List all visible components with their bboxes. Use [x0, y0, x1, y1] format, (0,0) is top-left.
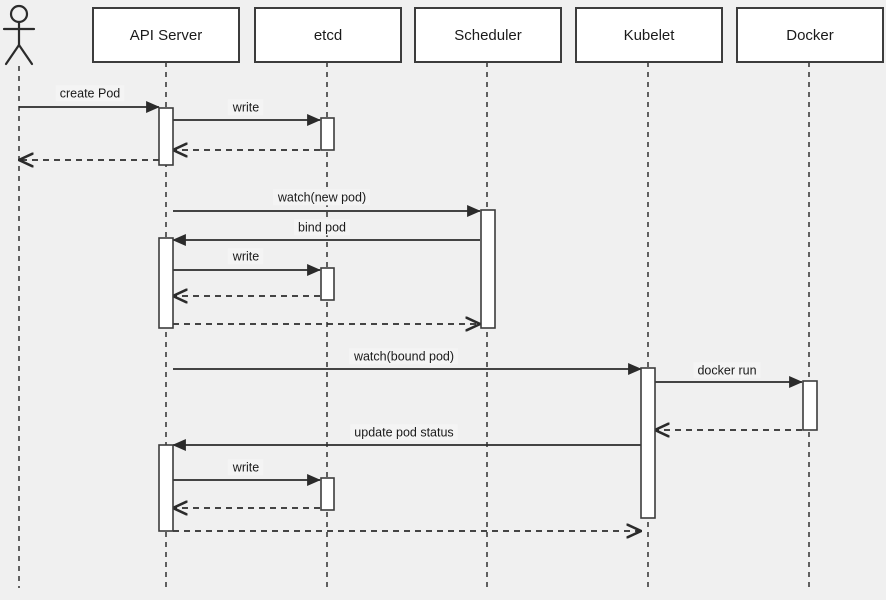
- message-label-group-m1: [55, 85, 125, 102]
- message-label-group-m5: [272, 189, 371, 206]
- participant-box[interactable]: [575, 7, 723, 63]
- message-label-group-m10: [348, 348, 459, 365]
- lifelines: [18, 62, 810, 588]
- activation-bar-api-server[interactable]: [158, 237, 174, 329]
- activation-bar-etcd[interactable]: [320, 477, 335, 511]
- message-labels: create Pod write watch(new pod) bind pod wri…: [55, 85, 761, 476]
- message-label-group-m11: [693, 362, 761, 379]
- message-label: write: [232, 249, 259, 263]
- activation-bar-api-server[interactable]: [158, 107, 174, 166]
- message-label: docker run: [697, 363, 756, 377]
- message-label-backdrop: [227, 248, 264, 265]
- message-label-backdrop: [227, 99, 264, 116]
- participant-api-server[interactable]: API Server: [92, 7, 240, 63]
- message-label-group-m6: [294, 219, 351, 236]
- activation-bar-etcd[interactable]: [320, 267, 335, 301]
- message-label-group-m14: [227, 459, 264, 476]
- participant-box[interactable]: [736, 7, 884, 63]
- message-label: write: [232, 460, 259, 474]
- participant-label: etcd: [314, 27, 342, 44]
- messages: [19, 101, 803, 531]
- participant-box[interactable]: [92, 7, 240, 63]
- participant-label: Scheduler: [454, 27, 522, 44]
- message-label-backdrop: [350, 424, 458, 441]
- participant-kubelet[interactable]: Kubelet: [575, 7, 723, 63]
- participant-label: Kubelet: [624, 27, 676, 44]
- activation-bar-kubelet[interactable]: [640, 367, 656, 519]
- message-label-backdrop: [272, 189, 371, 206]
- message-label-backdrop: [693, 362, 761, 379]
- message-label: bind pod: [298, 220, 346, 234]
- message-label-group-m13: [350, 424, 458, 441]
- actor-figure: [2, 4, 36, 66]
- message-label-backdrop: [227, 459, 264, 476]
- message-label-group-m2: [227, 99, 264, 116]
- activation-bar-docker[interactable]: [802, 380, 818, 431]
- message-label-backdrop: [348, 348, 459, 365]
- message-label-group-m7: [227, 248, 264, 265]
- participant-scheduler[interactable]: Scheduler: [414, 7, 562, 63]
- message-label: write: [232, 100, 259, 114]
- message-label-backdrop: [55, 85, 125, 102]
- activation-bar-scheduler[interactable]: [480, 209, 496, 329]
- activation-bars: [158, 107, 818, 532]
- message-label: update pod status: [354, 425, 453, 439]
- activation-bar-api-server[interactable]: [158, 444, 174, 532]
- participant-boxes: API Server etcd Scheduler Kubelet Docker: [92, 7, 884, 63]
- message-label: watch(bound pod): [353, 349, 454, 363]
- participant-box[interactable]: [254, 7, 402, 63]
- message-label-backdrop: [294, 219, 351, 236]
- participant-docker[interactable]: Docker: [736, 7, 884, 63]
- participant-label: API Server: [130, 27, 203, 44]
- participant-etcd[interactable]: etcd: [254, 7, 402, 63]
- activation-bar-etcd[interactable]: [320, 117, 335, 151]
- participant-box[interactable]: [414, 7, 562, 63]
- message-label: watch(new pod): [277, 190, 366, 204]
- message-label: create Pod: [60, 86, 121, 100]
- participant-label: Docker: [786, 27, 834, 44]
